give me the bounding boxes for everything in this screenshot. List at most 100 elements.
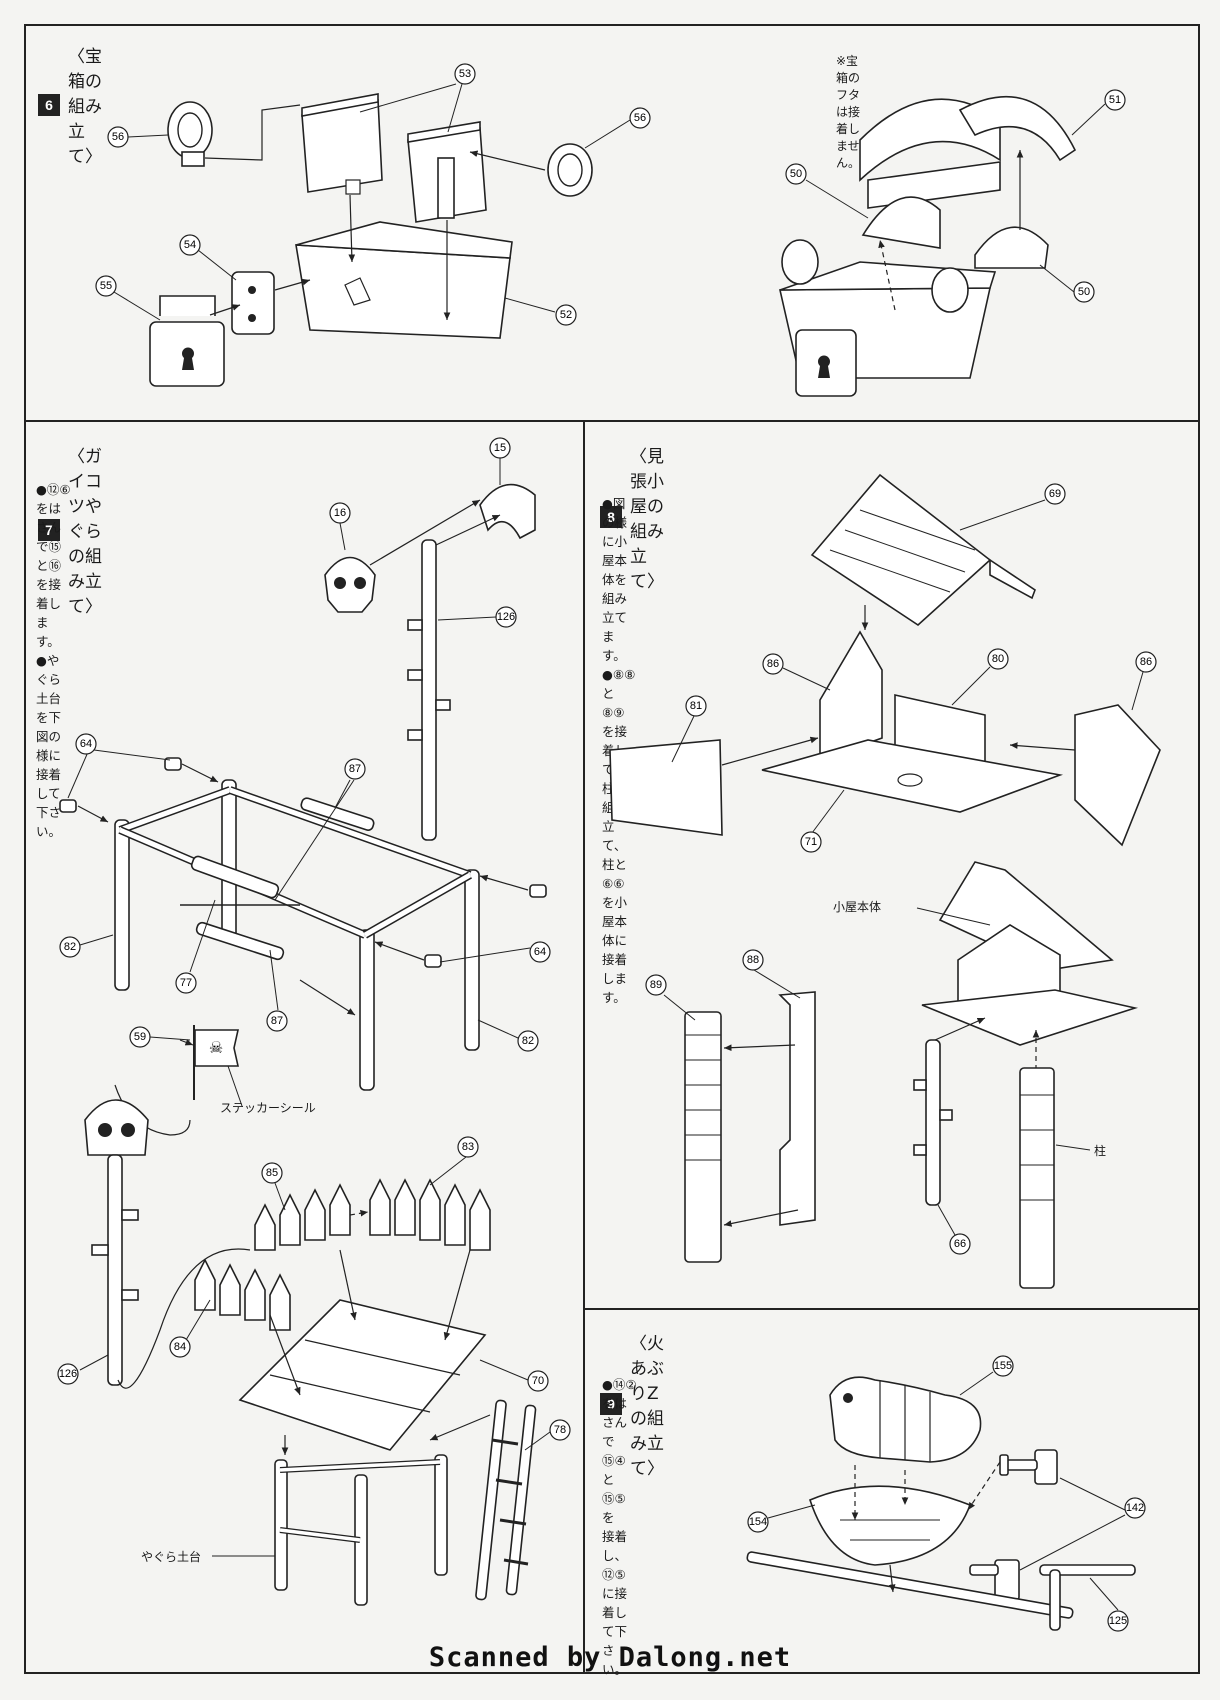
svg-text:84: 84 xyxy=(174,1341,186,1353)
hinge-part-icon xyxy=(231,271,275,335)
ring-part-icon xyxy=(547,143,593,197)
svg-text:15: 15 xyxy=(494,442,506,454)
pillar-part-icon xyxy=(1019,1067,1055,1289)
svg-text:126: 126 xyxy=(59,1368,77,1380)
page-frame xyxy=(24,24,1200,1674)
svg-text:64: 64 xyxy=(534,946,546,958)
svg-text:☠: ☠ xyxy=(209,1038,223,1057)
assembled-hut-icon xyxy=(921,861,1139,1046)
footer-credit: Scanned by Dalong.net xyxy=(428,1642,792,1673)
svg-text:51: 51 xyxy=(1109,94,1121,106)
svg-text:50: 50 xyxy=(1078,286,1090,298)
assembled-chest-icon xyxy=(778,95,1077,397)
lock-part-icon xyxy=(149,295,225,387)
step-6-title: 〈宝箱の組み立て〉 xyxy=(68,47,102,167)
svg-text:50: 50 xyxy=(790,168,802,180)
svg-text:126: 126 xyxy=(497,611,515,623)
svg-text:82: 82 xyxy=(64,941,76,953)
chest-box-icon xyxy=(295,179,513,339)
skull-pole-icon xyxy=(84,1099,149,1386)
svg-text:83: 83 xyxy=(462,1141,474,1153)
pole-part-icon xyxy=(407,539,451,841)
spiked-fence-icon xyxy=(369,1178,491,1251)
roasting-figure-icon xyxy=(829,1376,982,1463)
step-7-number: 7 xyxy=(38,518,60,541)
step-6-header: 6 〈宝箱の組み立て〉 xyxy=(38,42,102,167)
base-platform-icon xyxy=(238,1299,487,1451)
pillar-part-icon xyxy=(778,991,816,1226)
hut-side-wall-icon xyxy=(1074,704,1161,847)
bracket-part-icon xyxy=(999,1449,1058,1485)
step-7-header: 7 〈ガイコツやぐらの組み立て〉 xyxy=(38,442,102,617)
svg-text:53: 53 xyxy=(459,68,471,80)
step-9-instructions: ●⑭②をはさんで⑮④と⑮⑤を 接着し、⑫⑤に接着して下さ い。 xyxy=(602,1377,637,1677)
ladder-part-icon xyxy=(475,1399,537,1601)
step-9-header: 9 〈火あぶりZの組み立て〉 xyxy=(600,1329,664,1479)
svg-text:85: 85 xyxy=(266,1167,278,1179)
svg-text:52: 52 xyxy=(560,309,572,321)
spit-rod-icon xyxy=(746,1551,1136,1631)
lid-plate-icon xyxy=(407,121,487,223)
tower-base-label: やぐら土台 xyxy=(141,1550,202,1564)
svg-text:70: 70 xyxy=(532,1375,544,1387)
hut-floor-icon xyxy=(761,739,1064,813)
step-6-number: 6 xyxy=(38,93,60,116)
divider-right xyxy=(583,1308,1200,1310)
svg-text:64: 64 xyxy=(80,738,92,750)
svg-text:56: 56 xyxy=(634,112,646,124)
svg-text:81: 81 xyxy=(690,700,702,712)
svg-text:77: 77 xyxy=(180,977,192,989)
svg-text:86: 86 xyxy=(1140,656,1152,668)
svg-text:87: 87 xyxy=(349,763,361,775)
svg-text:16: 16 xyxy=(334,507,346,519)
step-6-diagram: 56 53 56 54 55 52 50 51 50 xyxy=(95,63,1126,397)
tower-frame-icon xyxy=(114,779,480,1091)
pillar-label: 柱 xyxy=(1094,1144,1107,1158)
helmet-part-icon xyxy=(479,483,536,540)
pillar-part-icon xyxy=(684,1011,722,1263)
step-8-diagram: 69 86 80 86 81 71 88 89 66 xyxy=(609,473,1161,1289)
step-8-header: 8 〈見張小屋の組み立て〉 xyxy=(600,442,664,592)
svg-text:78: 78 xyxy=(554,1424,566,1436)
step-7-title: 〈ガイコツやぐらの組み立て〉 xyxy=(68,447,102,617)
flag-part-icon: ☠ xyxy=(193,1025,239,1100)
svg-text:86: 86 xyxy=(767,658,779,670)
spiked-fence-icon xyxy=(254,1183,351,1251)
hut-wall-icon xyxy=(819,630,883,762)
divider-top xyxy=(24,420,1200,422)
sticker-label: ステッカーシール xyxy=(220,1101,316,1115)
step-7-instructions: ●⑫⑥をはさんで⑮と⑯を接着します。 ●やぐら土台を下図の様に接着して下さい。 xyxy=(36,482,71,839)
divider-middle xyxy=(583,420,585,1674)
svg-text:69: 69 xyxy=(1049,488,1061,500)
svg-text:89: 89 xyxy=(650,979,662,991)
step-8-title: 〈見張小屋の組み立て〉 xyxy=(630,447,664,592)
svg-text:59: 59 xyxy=(134,1031,146,1043)
step-9-title: 〈火あぶりZの組み立て〉 xyxy=(630,1334,664,1479)
step-6-note: ※宝箱のフタは接着しません。 xyxy=(836,54,861,170)
step-8-number: 8 xyxy=(600,506,622,528)
hut-body-label: 小屋本体 xyxy=(833,900,882,914)
svg-text:125: 125 xyxy=(1109,1615,1127,1627)
tower-base-icon xyxy=(274,1454,448,1606)
svg-text:55: 55 xyxy=(100,280,112,292)
svg-text:56: 56 xyxy=(112,131,124,143)
svg-text:155: 155 xyxy=(994,1360,1012,1372)
ring-part-icon xyxy=(167,101,213,167)
svg-text:142: 142 xyxy=(1126,1502,1144,1514)
svg-text:66: 66 xyxy=(954,1238,966,1250)
hut-side-wall-icon xyxy=(609,739,723,836)
svg-text:154: 154 xyxy=(749,1516,767,1528)
step-7-diagram: ☠ xyxy=(57,437,571,1606)
svg-text:54: 54 xyxy=(184,239,196,251)
svg-text:82: 82 xyxy=(522,1035,534,1047)
skull-part-icon xyxy=(324,556,376,613)
roof-part-icon xyxy=(810,473,1036,627)
post-part-icon xyxy=(913,1039,953,1206)
svg-text:88: 88 xyxy=(747,954,759,966)
svg-text:87: 87 xyxy=(271,1015,283,1027)
svg-text:71: 71 xyxy=(805,836,817,848)
spiked-fence-icon xyxy=(194,1258,291,1331)
step-9-number: 9 xyxy=(600,1393,622,1415)
lid-plate-icon xyxy=(301,93,383,193)
